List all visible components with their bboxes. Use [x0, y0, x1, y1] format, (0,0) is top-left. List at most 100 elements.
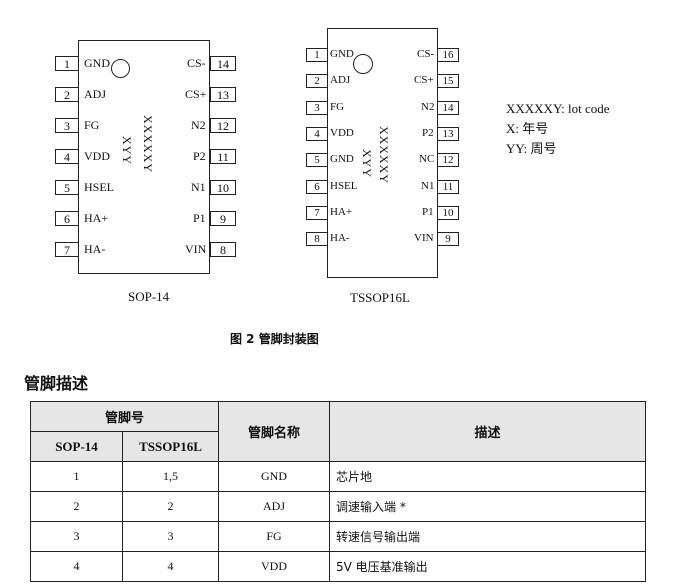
pin-number: 12 [437, 153, 459, 167]
pin-number: 7 [55, 242, 79, 257]
cell-sop14-pin: 2 [30, 491, 123, 522]
pin-number: 8 [306, 232, 328, 246]
pin-label: CS- [187, 56, 206, 70]
pin-number: 4 [306, 127, 328, 141]
pin-label: P1 [193, 211, 206, 225]
cell-pin-name: VDD [218, 551, 330, 582]
pin-number: 2 [55, 87, 79, 102]
tssop16-caption: TSSOP16L [350, 290, 410, 305]
sop14-body [78, 40, 210, 274]
pin-number: 5 [306, 153, 328, 167]
pin-label: GND [330, 153, 354, 165]
cell-pin-name: FG [218, 521, 330, 552]
pin-number: 1 [306, 48, 328, 62]
pin-number: 9 [210, 211, 236, 226]
date-code-marking: XYY [360, 149, 374, 178]
cell-tssop16-pin: 2 [122, 491, 219, 522]
pin-label: CS+ [185, 87, 207, 101]
pin-number: 4 [55, 149, 79, 164]
cell-sop14-pin: 1 [30, 461, 123, 492]
pin-number: 3 [306, 101, 328, 115]
pin-number: 12 [210, 118, 236, 133]
header-pin-number: 管脚号 [30, 401, 219, 432]
pin-label: HSEL [84, 180, 114, 194]
cell-sop14-pin: 3 [30, 521, 123, 552]
cell-pin-name: ADJ [218, 491, 330, 522]
lot-code-marking: XXXXXY [141, 115, 155, 173]
pin-number: 11 [437, 180, 459, 194]
sop14-caption: SOP-14 [128, 289, 170, 304]
pin-label: CS+ [414, 74, 434, 86]
pin-label: P2 [193, 149, 206, 163]
pin-number: 11 [210, 149, 236, 164]
pin-label: ADJ [84, 87, 107, 101]
pin-label: N1 [421, 180, 435, 192]
pin-number: 10 [437, 206, 459, 220]
pin-label: P1 [422, 206, 434, 218]
pin-number: 14 [437, 101, 459, 115]
pin-label: CS- [417, 48, 435, 60]
pin-number: 8 [210, 242, 236, 257]
tssop16-body [327, 28, 438, 278]
cell-description: 5V 电压基准输出 [329, 551, 646, 582]
pin-number: 14 [210, 56, 236, 71]
pin1-marker-icon [353, 54, 373, 74]
section-title: 管脚描述 [24, 374, 89, 393]
pin-label: HA+ [84, 211, 109, 225]
pin-number: 6 [55, 211, 79, 226]
header-description: 描述 [329, 401, 646, 462]
pin-label: HA- [84, 242, 106, 256]
cell-description: 调速输入端 * [329, 491, 646, 522]
cell-tssop16-pin: 3 [122, 521, 219, 552]
pin-label: VDD [84, 149, 110, 163]
header-pin-name: 管脚名称 [218, 401, 330, 462]
pin-number: 13 [437, 127, 459, 141]
pin-label: VIN [414, 232, 434, 244]
pin-number: 6 [306, 180, 328, 194]
pin-label: GND [330, 48, 354, 60]
pin-number: 2 [306, 74, 328, 88]
pin-label: P2 [422, 127, 434, 139]
pin-label: NC [419, 153, 435, 165]
date-code-marking: XYY [120, 136, 134, 165]
pin-label: VIN [185, 242, 207, 256]
pin-label: N2 [191, 118, 206, 132]
header-tssop16: TSSOP16L [122, 431, 219, 462]
cell-pin-name: GND [218, 461, 330, 492]
pin-number: 16 [437, 48, 459, 62]
legend-line: X: 年号 [506, 121, 549, 136]
pin-number: 9 [437, 232, 459, 246]
legend-line: YY: 周号 [506, 141, 557, 156]
pin-label: ADJ [330, 74, 351, 86]
pin-label: GND [84, 56, 110, 70]
cell-description: 转速信号输出端 [329, 521, 646, 552]
pin-number: 1 [55, 56, 79, 71]
pin1-marker-icon [111, 59, 130, 78]
pin-number: 5 [55, 180, 79, 195]
lot-code-marking: XXXXXY [377, 126, 391, 184]
pin-label: HSEL [330, 180, 358, 192]
pin-number: 3 [55, 118, 79, 133]
pin-number: 7 [306, 206, 328, 220]
pin-label: VDD [330, 127, 354, 139]
cell-description: 芯片地 [329, 461, 646, 492]
pin-label: N2 [421, 101, 435, 113]
header-sop14: SOP-14 [30, 431, 123, 462]
cell-sop14-pin: 4 [30, 551, 123, 582]
pin-label: FG [330, 101, 345, 113]
cell-tssop16-pin: 4 [122, 551, 219, 582]
marking-legend: XXXXXY: lot code X: 年号 YY: 周号 [506, 99, 610, 159]
pin-label: FG [84, 118, 100, 132]
pin-number: 13 [210, 87, 236, 102]
figure-caption: 图 2 管脚封装图 [230, 332, 319, 346]
cell-tssop16-pin: 1,5 [122, 461, 219, 492]
pin-number: 15 [437, 74, 459, 88]
pin-label: N1 [191, 180, 206, 194]
pin-label: HA+ [330, 206, 353, 218]
